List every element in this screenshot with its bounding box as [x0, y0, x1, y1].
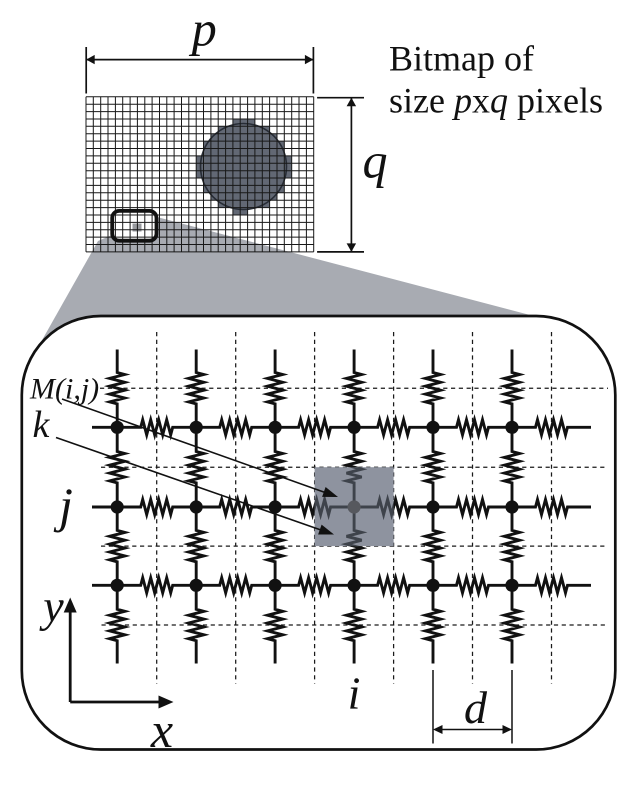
svg-text:x: x — [150, 702, 173, 758]
svg-text:Bitmap of: Bitmap of — [389, 39, 534, 79]
svg-text:i: i — [348, 668, 361, 719]
svg-text:k: k — [33, 404, 51, 446]
svg-text:size pxq pixels: size pxq pixels — [389, 81, 603, 121]
svg-text:M(i,j): M(i,j) — [29, 373, 99, 406]
svg-text:y: y — [39, 581, 64, 632]
svg-text:d: d — [464, 682, 488, 733]
svg-text:p: p — [189, 1, 217, 57]
svg-text:q: q — [363, 133, 388, 189]
